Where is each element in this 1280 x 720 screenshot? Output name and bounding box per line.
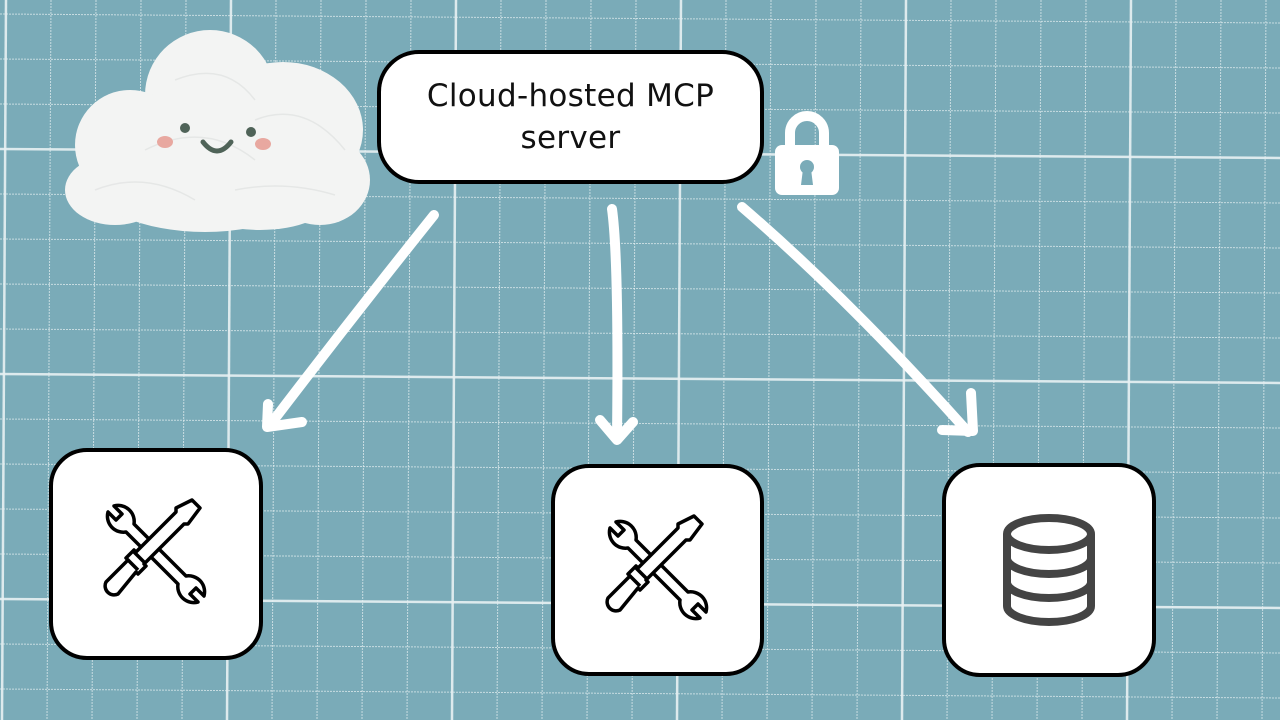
- cloud-eye-right: [246, 127, 256, 137]
- cloud-cheek-left: [157, 136, 173, 148]
- database-node[interactable]: [942, 463, 1156, 677]
- arrow-to-tool-2: [595, 204, 638, 445]
- grid-line-minor: [1261, 0, 1267, 720]
- arrow-to-tool-1: [262, 210, 439, 432]
- grid-line-minor: [0, 418, 1280, 429]
- grid-line-minor: [766, 0, 772, 720]
- server-label-line-1: Cloud-hosted MCP: [426, 78, 715, 114]
- grid-line-minor: [0, 238, 1280, 249]
- tool-node-1[interactable]: [49, 448, 263, 660]
- grid-line-minor: [0, 13, 1280, 24]
- wrench-screwdriver-icon: [604, 514, 708, 621]
- grid-line-major: [0, 372, 1280, 385]
- grid-line-minor: [0, 328, 1280, 339]
- cloud-mascot: [65, 30, 370, 232]
- grid-line-minor: [0, 283, 1280, 294]
- server-label: Cloud-hosted MCP server: [427, 75, 714, 159]
- tool-node-2[interactable]: [551, 464, 764, 676]
- server-label-line-2: server: [520, 120, 621, 156]
- mcp-server-node[interactable]: Cloud-hosted MCP server: [377, 50, 764, 184]
- grid-line-minor: [1216, 0, 1222, 720]
- grid-line-minor: [361, 0, 367, 720]
- wrench-screwdriver-icon: [103, 498, 207, 605]
- grid-line-minor: [0, 688, 1280, 699]
- arrow-to-database: [737, 202, 978, 437]
- grid-line-minor: [856, 0, 862, 720]
- grid-line-minor: [1171, 0, 1177, 720]
- lock-icon: [775, 111, 839, 195]
- cloud-smile: [200, 139, 234, 154]
- cloud-cheek-right: [255, 138, 271, 150]
- database-icon: [1003, 514, 1095, 626]
- cloud-eye-left: [180, 123, 190, 133]
